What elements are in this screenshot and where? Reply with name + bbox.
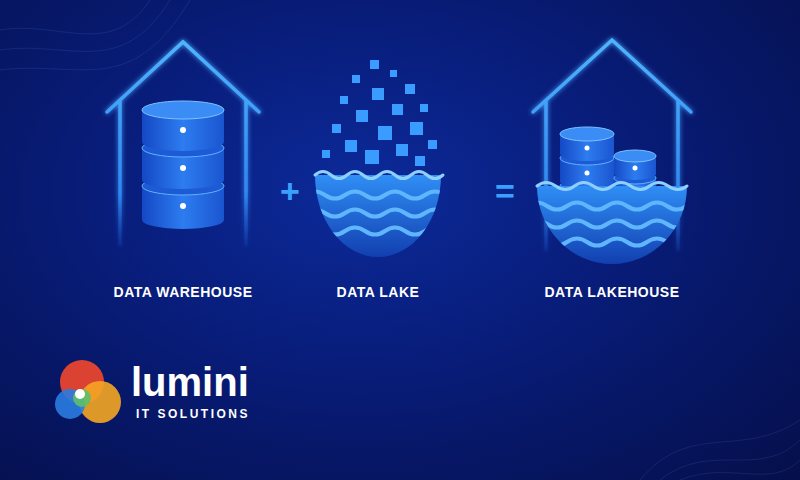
plus-sign: + bbox=[280, 174, 300, 208]
concept-block: DATA LAKE bbox=[278, 30, 478, 302]
logo-wordmark: lumini bbox=[131, 362, 249, 402]
logo-tagline: IT SOLUTIONS bbox=[136, 408, 250, 420]
concept-label: DATA LAKE bbox=[333, 284, 424, 302]
concept-label: DATA LAKEHOUSE bbox=[540, 284, 683, 302]
concept-block: DATA LAKEHOUSE bbox=[512, 30, 712, 302]
concept-block: DATA WAREHOUSE bbox=[83, 30, 283, 302]
equals-sign: = bbox=[495, 174, 515, 208]
concept-label: DATA WAREHOUSE bbox=[110, 284, 257, 302]
